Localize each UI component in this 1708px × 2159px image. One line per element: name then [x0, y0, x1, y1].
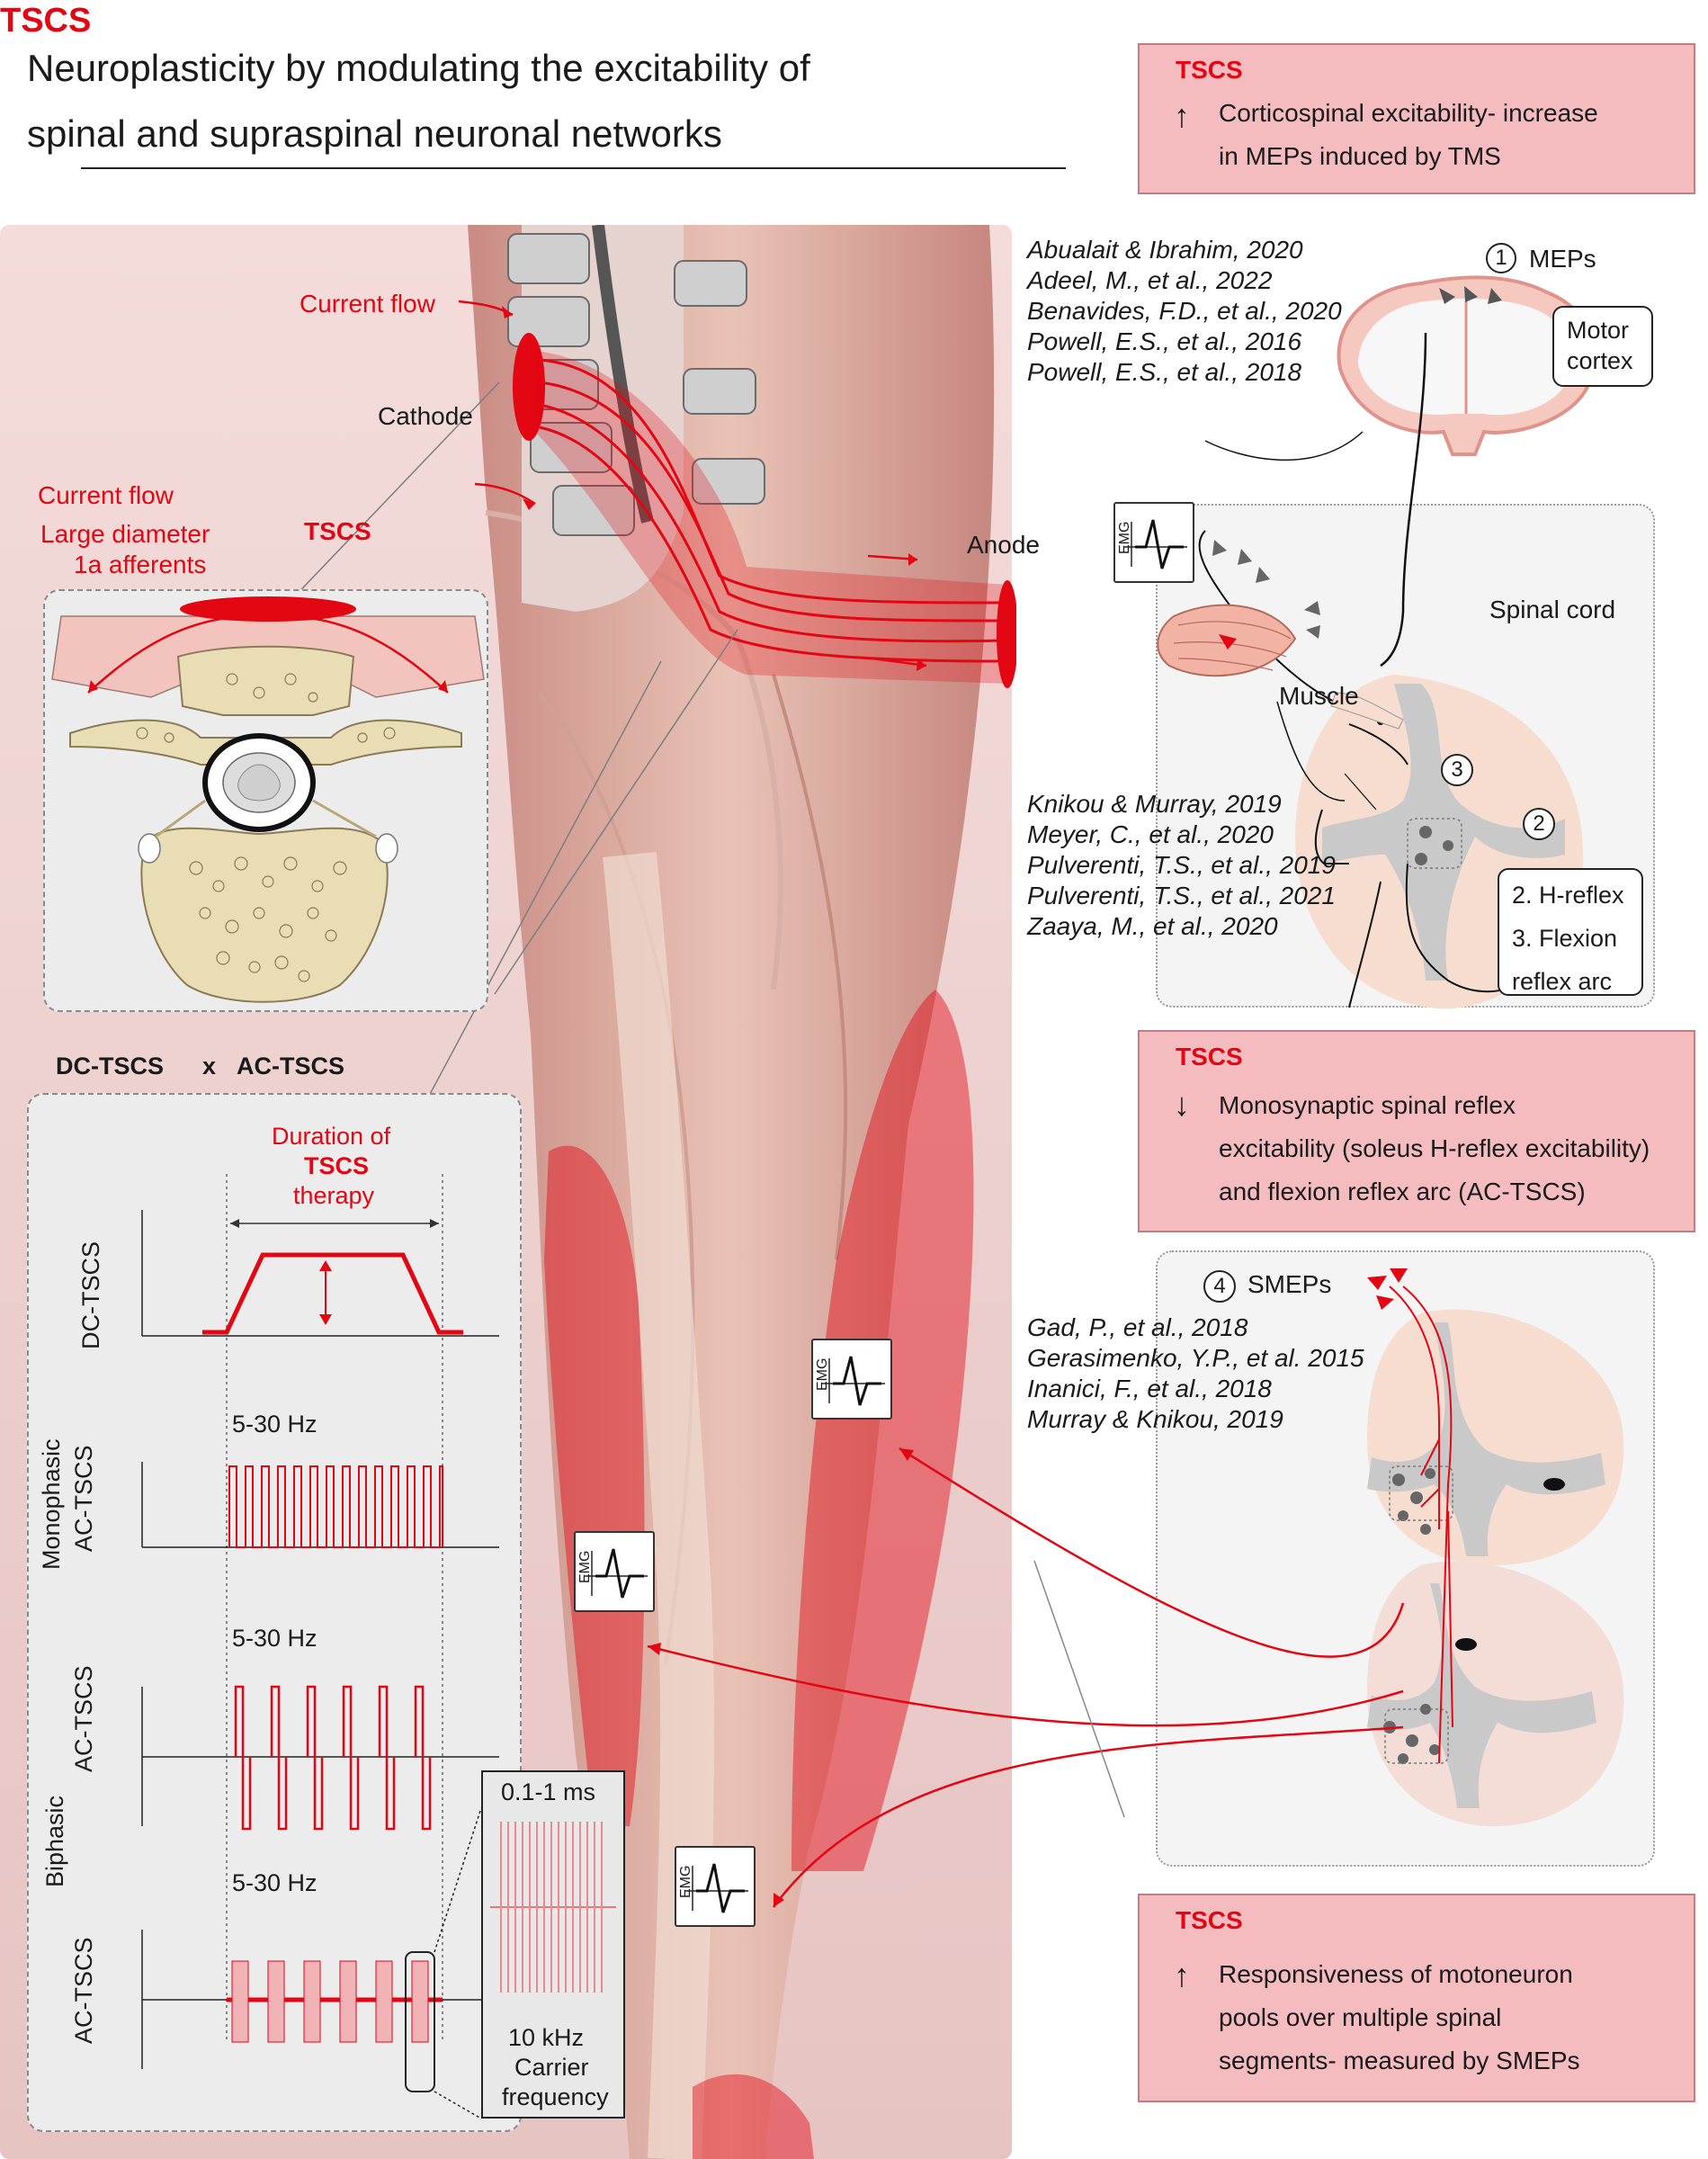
arrow-down-icon: ↓: [1174, 1086, 1190, 1123]
label-hz1: 5-30 Hz: [232, 1411, 317, 1438]
title-underline: [81, 167, 1066, 169]
ref-smep-1: Gad, P., et al., 2018: [1027, 1313, 1248, 1341]
tscs-box-hreflex: TSCS ↓ Monosynaptic spinal reflex excita…: [1138, 1030, 1695, 1232]
label-spinal-cord: Spinal cord: [1489, 596, 1616, 623]
label-duration: Duration of: [272, 1123, 391, 1150]
ref-smep-4: Murray & Knikou, 2019: [1027, 1405, 1283, 1433]
heading-x: x: [202, 1053, 217, 1080]
label-smeps: SMEPs: [1247, 1270, 1332, 1298]
label-flexion: 3. Flexion: [1512, 925, 1618, 952]
tscs-box-smep: TSCS ↑ Responsiveness of motoneuron pool…: [1138, 1894, 1695, 2102]
mono-pulses: [228, 1465, 443, 1548]
tscs-box-mep-line1: Corticospinal excitability- increase: [1219, 99, 1598, 127]
tscs-box-mep-line2: in MEPs induced by TMS: [1219, 142, 1501, 170]
vertebra-cross-section: [51, 596, 485, 1003]
carrier-zoom-wave: [490, 1822, 616, 1993]
heading-ac: AC-TSCS: [237, 1053, 344, 1080]
ref-hreflex-2: Meyer, C., et al., 2020: [1027, 820, 1274, 848]
label-afferents: 1a afferents: [74, 551, 207, 578]
label-carrier: Carrier: [514, 2054, 589, 2081]
label-large-diameter: Large diameter: [40, 520, 210, 548]
tscs-box-hreflex-line2: excitability (soleus H-reflex excitabili…: [1219, 1134, 1650, 1162]
label-motor: Motor: [1567, 317, 1630, 344]
motor-cortex-callout: Motor cortex: [1552, 306, 1653, 387]
circle-num-4: 4: [1203, 1270, 1236, 1303]
circle-num-3: 3: [1441, 754, 1473, 786]
circle-num-2: 2: [1523, 808, 1555, 840]
arrow-up-icon: ↑: [1174, 97, 1190, 134]
tscs-box-hreflex-line1: Monosynaptic spinal reflex: [1219, 1091, 1516, 1119]
emg-box-reflex: EMG: [1113, 502, 1194, 583]
tscs-box-smep-line1: Responsiveness of motoneuron: [1219, 1960, 1573, 1988]
label-meps: MEPs: [1529, 245, 1596, 273]
ref-hreflex-5: Zaaya, M., et al., 2020: [1027, 912, 1278, 940]
label-hreflex: 2. H-reflex: [1512, 882, 1624, 909]
label-cortex: cortex: [1567, 347, 1633, 374]
waveform-panel: [27, 1093, 522, 2132]
ref-smep-2: Gerasimenko, Y.P., et al. 2015: [1027, 1344, 1364, 1372]
label-muscle: Muscle: [1279, 682, 1359, 710]
muscle-left-overlay: [544, 1145, 645, 1826]
ref-mep-3: Benavides, F.D., et al., 2020: [1027, 297, 1342, 325]
circle-num-1: 1: [1486, 243, 1516, 273]
arrow-up-icon-2: ↑: [1174, 1957, 1190, 1993]
leg-silhouette: [468, 225, 995, 2159]
ref-hreflex-4: Pulverenti, T.S., et al., 2021: [1027, 882, 1336, 909]
tscs-box-mep-title: TSCS: [1176, 56, 1243, 84]
label-therapy: therapy: [293, 1182, 375, 1209]
biphasic-pulses: [234, 1685, 432, 1831]
tscs-box-mep: TSCS ↑ Corticospinal excitability- incre…: [1138, 43, 1695, 194]
anode-electrode: [997, 580, 1016, 688]
emg-box-leg2: EMG: [574, 1531, 655, 1612]
tscs-box-smep-line2: pools over multiple spinal: [1219, 2003, 1502, 2031]
label-cathode: Cathode: [378, 402, 473, 430]
label-current-flow-left: Current flow: [38, 481, 174, 509]
page-title-line1: Neuroplasticity by modulating the excita…: [27, 47, 810, 89]
label-duration-tscs: TSCS: [304, 1152, 370, 1179]
ref-mep-4: Powell, E.S., et al., 2016: [1027, 327, 1302, 355]
label-tscs-inset: TSCS: [304, 517, 371, 545]
label-hz2: 5-30 Hz: [232, 1625, 317, 1652]
smep-spinal-illustration: [1367, 1268, 1624, 1826]
dc-trapezoid: [202, 1252, 463, 1335]
ref-hreflex-1: Knikou & Murray, 2019: [1027, 790, 1282, 818]
cathode-electrode: [513, 333, 545, 441]
motor-cortex-illustration: [1337, 275, 1596, 456]
label-hz3: 5-30 Hz: [232, 1869, 317, 1896]
ref-mep-5: Powell, E.S., et al., 2018: [1027, 358, 1302, 386]
waveform-diagrams: [141, 1174, 499, 2119]
heading-dc: DC-TSCS: [56, 1053, 164, 1080]
ref-hreflex-3: Pulverenti, T.S., et al., 2019: [1027, 851, 1336, 879]
ref-smep-3: Inanici, F., et al., 2018: [1027, 1375, 1272, 1402]
emg-box-leg3: EMG: [675, 1846, 756, 1927]
label-anode: Anode: [967, 531, 1040, 559]
label-reflex-arc: reflex arc: [1512, 968, 1613, 995]
ref-mep-2: Adeel, M., et al., 2022: [1027, 266, 1273, 294]
reflex-callout: 2. H-reflex 3. Flexion reflex arc: [1498, 868, 1643, 996]
tscs-box-hreflex-title: TSCS: [1176, 1043, 1243, 1071]
muscle-right-overlay: [791, 990, 974, 1871]
muscle-knee-overlay: [693, 2074, 814, 2159]
ref-mep-1: Abualait & Ibrahim, 2020: [1027, 236, 1303, 264]
tscs-box-smep-line3: segments- measured by SMEPs: [1219, 2047, 1580, 2074]
label-frequency: frequency: [502, 2083, 609, 2110]
tscs-box-smep-title: TSCS: [1176, 1906, 1243, 1934]
label-khz: 10 kHz: [508, 2024, 585, 2051]
emg-box-leg1: EMG: [811, 1339, 892, 1420]
label-ms: 0.1-1 ms: [501, 1778, 596, 1805]
tscs-box-hreflex-line3: and flexion reflex arc (AC-TSCS): [1219, 1178, 1586, 1205]
label-current-flow-top: Current flow: [300, 290, 435, 318]
header-tscs: TSCS: [0, 2, 92, 40]
page-title-line2: spinal and supraspinal neuronal networks: [27, 112, 722, 155]
